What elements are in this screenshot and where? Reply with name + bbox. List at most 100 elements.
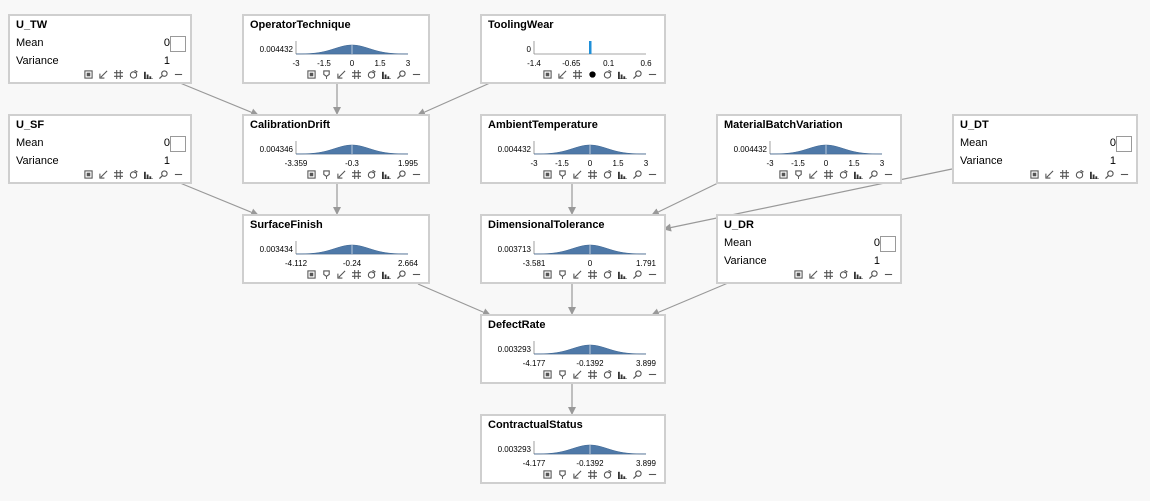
variance-value[interactable]: 1 (873, 255, 880, 267)
minus-icon[interactable] (645, 168, 660, 180)
refresh-icon[interactable] (836, 268, 851, 280)
minus-icon[interactable] (171, 68, 186, 80)
grid-icon[interactable] (1057, 168, 1072, 180)
minus-icon[interactable] (881, 268, 896, 280)
grid-icon[interactable] (349, 68, 364, 80)
minus-icon[interactable] (881, 168, 896, 180)
grid-icon[interactable] (349, 268, 364, 280)
zoom-icon[interactable] (630, 368, 645, 380)
zoom-icon[interactable] (866, 268, 881, 280)
mean-checkbox[interactable] (170, 36, 186, 52)
histogram-icon[interactable] (615, 368, 630, 380)
histogram-icon[interactable] (615, 468, 630, 480)
note-icon[interactable] (304, 268, 319, 280)
grid-icon[interactable] (570, 68, 585, 80)
minus-icon[interactable] (171, 168, 186, 180)
grid-icon[interactable] (111, 68, 126, 80)
node-u-dt[interactable]: U_DT Mean 0 Variance 1 (952, 114, 1138, 184)
mean-value[interactable]: 0 (873, 237, 880, 249)
note-icon[interactable] (540, 268, 555, 280)
node-u-dr[interactable]: U_DR Mean 0 Variance 1 (716, 214, 902, 284)
grid-icon[interactable] (821, 168, 836, 180)
note-icon[interactable] (81, 168, 96, 180)
minus-icon[interactable] (409, 68, 424, 80)
refresh-icon[interactable] (126, 168, 141, 180)
minus-icon[interactable] (1117, 168, 1132, 180)
histogram-icon[interactable] (615, 168, 630, 180)
refresh-icon[interactable] (600, 368, 615, 380)
variance-value[interactable]: 1 (163, 155, 170, 167)
pin-icon[interactable] (319, 168, 334, 180)
collapse-arrow-icon[interactable] (570, 468, 585, 480)
collapse-arrow-icon[interactable] (334, 168, 349, 180)
pin-icon[interactable] (555, 368, 570, 380)
zoom-icon[interactable] (866, 168, 881, 180)
zoom-icon[interactable] (156, 68, 171, 80)
collapse-arrow-icon[interactable] (806, 268, 821, 280)
zoom-icon[interactable] (1102, 168, 1117, 180)
minus-icon[interactable] (645, 268, 660, 280)
collapse-arrow-icon[interactable] (570, 368, 585, 380)
note-icon[interactable] (1027, 168, 1042, 180)
histogram-icon[interactable] (851, 268, 866, 280)
mean-value[interactable]: 0 (1109, 137, 1116, 149)
pin-icon[interactable] (791, 168, 806, 180)
note-icon[interactable] (540, 168, 555, 180)
histogram-icon[interactable] (379, 268, 394, 280)
refresh-icon[interactable] (364, 268, 379, 280)
note-icon[interactable] (776, 168, 791, 180)
zoom-icon[interactable] (630, 168, 645, 180)
collapse-arrow-icon[interactable] (96, 168, 111, 180)
zoom-icon[interactable] (394, 168, 409, 180)
histogram-icon[interactable] (379, 168, 394, 180)
histogram-icon[interactable] (141, 168, 156, 180)
pin-icon[interactable] (319, 68, 334, 80)
minus-icon[interactable] (409, 268, 424, 280)
collapse-arrow-icon[interactable] (1042, 168, 1057, 180)
pin-icon[interactable] (555, 268, 570, 280)
collapse-arrow-icon[interactable] (555, 68, 570, 80)
histogram-icon[interactable] (851, 168, 866, 180)
grid-icon[interactable] (585, 468, 600, 480)
refresh-icon[interactable] (364, 168, 379, 180)
node-u-sf[interactable]: U_SF Mean 0 Variance 1 (8, 114, 192, 184)
variance-value[interactable]: 1 (1109, 155, 1116, 167)
refresh-icon[interactable] (836, 168, 851, 180)
mean-checkbox[interactable] (880, 236, 896, 252)
pin-icon[interactable] (319, 268, 334, 280)
histogram-icon[interactable] (615, 68, 630, 80)
minus-icon[interactable] (645, 468, 660, 480)
grid-icon[interactable] (821, 268, 836, 280)
node-u-tw[interactable]: U_TW Mean 0 Variance 1 (8, 14, 192, 84)
refresh-icon[interactable] (1072, 168, 1087, 180)
mean-value[interactable]: 0 (163, 137, 170, 149)
note-icon[interactable] (81, 68, 96, 80)
minus-icon[interactable] (645, 368, 660, 380)
collapse-arrow-icon[interactable] (96, 68, 111, 80)
zoom-icon[interactable] (630, 68, 645, 80)
grid-icon[interactable] (349, 168, 364, 180)
refresh-icon[interactable] (126, 68, 141, 80)
collapse-arrow-icon[interactable] (334, 268, 349, 280)
dot-icon[interactable] (585, 68, 600, 80)
histogram-icon[interactable] (1087, 168, 1102, 180)
mean-checkbox[interactable] (1116, 136, 1132, 152)
grid-icon[interactable] (585, 368, 600, 380)
zoom-icon[interactable] (156, 168, 171, 180)
note-icon[interactable] (540, 68, 555, 80)
minus-icon[interactable] (409, 168, 424, 180)
refresh-icon[interactable] (600, 168, 615, 180)
histogram-icon[interactable] (379, 68, 394, 80)
note-icon[interactable] (540, 368, 555, 380)
minus-icon[interactable] (645, 68, 660, 80)
collapse-arrow-icon[interactable] (806, 168, 821, 180)
histogram-icon[interactable] (615, 268, 630, 280)
refresh-icon[interactable] (600, 468, 615, 480)
